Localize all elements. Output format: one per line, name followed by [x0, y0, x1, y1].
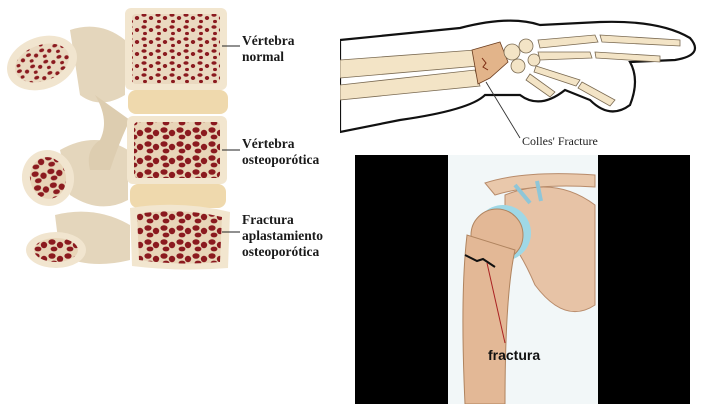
wrist-panel: Colles' Fracture [340, 0, 717, 155]
shoulder-panel: fractura [355, 155, 690, 404]
humerus-fracture-illustration [355, 155, 690, 404]
colles-fracture-label: Colles' Fracture [522, 134, 598, 149]
label-compression-fracture: Fractura aplastamiento osteoporótica [242, 212, 323, 260]
colles-fracture-illustration [340, 0, 717, 155]
label-osteoporotic-vertebra: Vértebra osteoporótica [242, 136, 319, 168]
label-normal-vertebra: Vértebra normal [242, 33, 294, 65]
spine-panel: Vértebra normal Vértebra osteoporótica F… [0, 0, 340, 280]
fracture-label: fractura [488, 347, 540, 363]
